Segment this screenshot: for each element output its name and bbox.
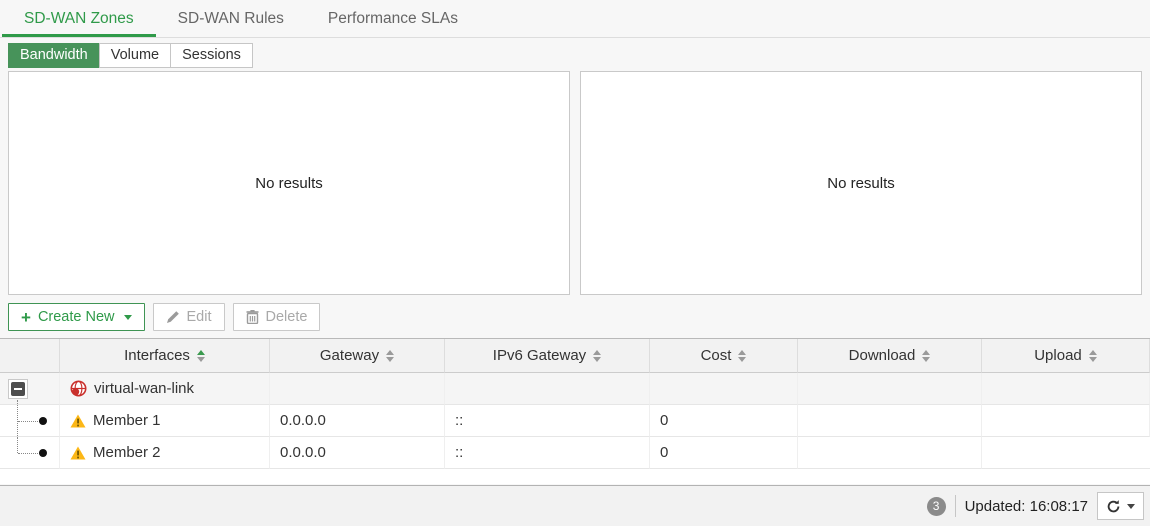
chart-mode-subtabs: Bandwidth Volume Sessions — [8, 43, 1150, 68]
top-tab-bar: SD-WAN Zones SD-WAN Rules Performance SL… — [0, 0, 1150, 38]
edit-button[interactable]: Edit — [152, 303, 225, 331]
no-results-text-right: No results — [827, 174, 895, 192]
create-new-button[interactable]: + Create New — [8, 303, 145, 331]
table-row-zone-gateway[interactable] — [270, 373, 445, 405]
table-row-member2-gateway[interactable]: 0.0.0.0 — [270, 437, 445, 469]
subtab-volume[interactable]: Volume — [98, 43, 172, 68]
cell-value: 0.0.0.0 — [280, 412, 326, 429]
header-cost-label: Cost — [700, 347, 732, 364]
table-row-member2-ipv6-gateway[interactable]: :: — [445, 437, 650, 469]
header-expand-column — [0, 339, 60, 373]
create-new-label: Create New — [37, 309, 115, 325]
table-row-zone-expand — [0, 373, 60, 405]
cell-value: :: — [455, 412, 464, 429]
table-row-member1-download[interactable] — [798, 405, 982, 437]
header-interfaces-label: Interfaces — [124, 347, 190, 364]
tree-bullet-icon — [39, 448, 47, 457]
refresh-icon — [1107, 499, 1120, 512]
pencil-icon — [166, 311, 179, 323]
table-row-member2-upload[interactable] — [982, 437, 1150, 469]
sort-icon — [386, 349, 395, 362]
member-name: Member 1 — [93, 412, 161, 429]
tree-line — [17, 400, 18, 404]
cell-value: :: — [455, 444, 464, 461]
cell-value: 0 — [660, 444, 669, 461]
zone-name: virtual-wan-link — [94, 380, 195, 397]
tree-line — [17, 437, 18, 453]
table-row-member2-expand — [0, 437, 60, 469]
edit-label: Edit — [186, 309, 212, 325]
header-gateway-label: Gateway — [319, 347, 380, 364]
sort-icon — [922, 349, 931, 362]
table-row-zone-interfaces[interactable]: virtual-wan-link — [60, 373, 270, 405]
header-download-label: Download — [848, 347, 916, 364]
tree-line — [18, 452, 40, 454]
header-ipv6-gateway-label: IPv6 Gateway — [492, 347, 587, 364]
sdwan-zone-icon — [70, 380, 87, 397]
updated-timestamp: Updated: 16:08:17 — [964, 497, 1088, 515]
table-row-member1-upload[interactable] — [982, 405, 1150, 437]
table-row-zone-ipv6-gateway[interactable] — [445, 373, 650, 405]
tree-line — [18, 420, 40, 422]
status-footer: 3 Updated: 16:08:17 — [0, 485, 1150, 526]
subtab-bandwidth[interactable]: Bandwidth — [8, 43, 100, 68]
sort-icon — [196, 349, 205, 362]
member-name: Member 2 — [93, 444, 161, 461]
tab-performance-slas[interactable]: Performance SLAs — [327, 10, 458, 27]
table-row-member1-ipv6-gateway[interactable]: :: — [445, 405, 650, 437]
table-toolbar: + Create New Edit Delete — [8, 303, 1142, 331]
cell-value: 0.0.0.0 — [280, 444, 326, 461]
collapse-icon[interactable] — [8, 378, 28, 399]
warning-icon — [70, 414, 86, 427]
delete-label: Delete — [265, 309, 308, 325]
table-row-zone-cost[interactable] — [650, 373, 798, 405]
charts-area: No results No results — [8, 71, 1142, 295]
subtab-sessions[interactable]: Sessions — [170, 43, 253, 68]
refresh-button[interactable] — [1097, 492, 1144, 520]
tab-sdwan-zones[interactable]: SD-WAN Zones — [2, 0, 156, 37]
footer-divider — [954, 495, 956, 517]
header-interfaces[interactable]: Interfaces — [60, 339, 270, 373]
chevron-down-icon — [123, 314, 132, 320]
sort-icon — [593, 349, 602, 362]
table-row-member1-expand — [0, 405, 60, 437]
no-results-text-left: No results — [255, 174, 323, 192]
table-row-member1-interfaces[interactable]: Member 1 — [60, 405, 270, 437]
chart-panel-left: No results — [8, 71, 570, 295]
chevron-down-icon — [1127, 503, 1135, 509]
chart-panel-right: No results — [580, 71, 1142, 295]
header-gateway[interactable]: Gateway — [270, 339, 445, 373]
header-upload[interactable]: Upload — [982, 339, 1150, 373]
warning-icon — [70, 446, 86, 459]
delete-button[interactable]: Delete — [232, 303, 321, 331]
plus-icon: + — [21, 307, 31, 327]
tree-line — [17, 405, 18, 436]
tab-sdwan-rules[interactable]: SD-WAN Rules — [177, 10, 284, 27]
header-cost[interactable]: Cost — [650, 339, 798, 373]
tree-bullet-icon — [39, 416, 47, 425]
table-row-member1-cost[interactable]: 0 — [650, 405, 798, 437]
header-download[interactable]: Download — [798, 339, 982, 373]
table-row-member1-gateway[interactable]: 0.0.0.0 — [270, 405, 445, 437]
cell-value: 0 — [660, 412, 669, 429]
table-row-zone-upload[interactable] — [982, 373, 1150, 405]
sort-icon — [738, 349, 747, 362]
sdwan-zones-table: Interfaces Gateway IPv6 Gateway Cost Dow… — [0, 338, 1150, 484]
table-row-member2-interfaces[interactable]: Member 2 — [60, 437, 270, 469]
table-row-zone-download[interactable] — [798, 373, 982, 405]
table-row-member2-cost[interactable]: 0 — [650, 437, 798, 469]
row-count-badge: 3 — [926, 496, 946, 516]
trash-icon — [246, 310, 258, 324]
header-ipv6-gateway[interactable]: IPv6 Gateway — [445, 339, 650, 373]
sort-icon — [1088, 349, 1097, 362]
header-upload-label: Upload — [1034, 347, 1082, 364]
table-row-member2-download[interactable] — [798, 437, 982, 469]
